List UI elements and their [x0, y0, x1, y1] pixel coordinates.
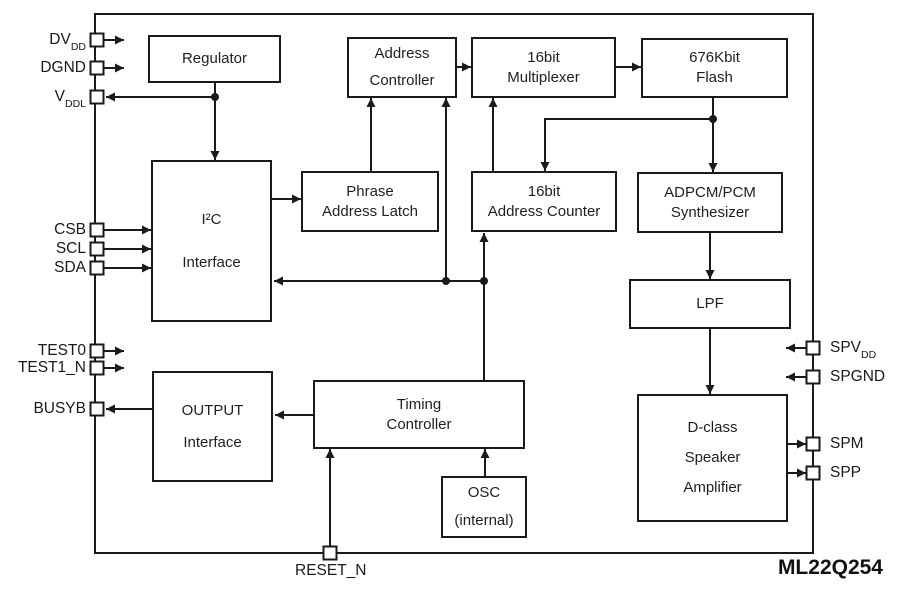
block-lpf: LPF — [629, 279, 791, 329]
pin-label-vddl: VDDL — [54, 88, 86, 111]
block-676kbit-flash: 676Kbit Flash — [641, 38, 788, 98]
block-output-interface: OUTPUT Interface — [152, 371, 273, 482]
block-16bit-address-counter: 16bit Address Counter — [471, 171, 617, 232]
pin-square-spm — [805, 436, 821, 452]
pin-square-dvdd — [89, 32, 105, 48]
junction-dot — [480, 277, 488, 285]
pin-label-scl: SCL — [55, 240, 86, 257]
pin-square-vddl — [89, 89, 105, 105]
pin-label-dgnd: DGND — [40, 59, 86, 76]
block-16bit-multiplexer: 16bit Multiplexer — [471, 37, 616, 98]
block-dclass-amplifier: D-class Speaker Amplifier — [637, 394, 788, 522]
block-osc-internal: OSC (internal) — [441, 476, 527, 538]
pin-label-spp: SPP — [830, 464, 862, 481]
part-number: ML22Q254 — [777, 556, 883, 579]
block-phrase-address-latch: Phrase Address Latch — [301, 171, 439, 232]
pin-square-busyb — [89, 401, 105, 417]
pin-label-test0: TEST0 — [37, 342, 86, 359]
pin-square-test1n — [89, 360, 105, 376]
pin-square-dgnd — [89, 60, 105, 76]
pin-label-busyb: BUSYB — [33, 400, 86, 417]
pin-label-spgnd: SPGND — [830, 368, 886, 385]
pin-label-resetn: RESET_N — [295, 562, 367, 579]
pin-square-spvdd — [805, 340, 821, 356]
junction-dot — [442, 277, 450, 285]
pin-square-sda — [89, 260, 105, 276]
block-adpcm-synthesizer: ADPCM/PCM Synthesizer — [637, 172, 783, 233]
pin-label-dvdd: DVDD — [49, 31, 86, 54]
pin-square-resetn — [322, 545, 338, 561]
chip-outline — [94, 13, 814, 554]
block-timing-controller: Timing Controller — [313, 380, 525, 449]
pin-square-test0 — [89, 343, 105, 359]
pin-label-spvdd: SPVDD — [830, 339, 877, 362]
block-i2c-interface: I²C Interface — [151, 160, 272, 322]
pin-label-test1n: TEST1_N — [17, 359, 86, 376]
pin-label-csb: CSB — [54, 221, 86, 238]
block-regulator: Regulator — [148, 35, 281, 83]
pin-square-spgnd — [805, 369, 821, 385]
junction-dot — [709, 115, 717, 123]
pin-label-sda: SDA — [54, 259, 86, 276]
junction-dot — [211, 93, 219, 101]
block-address-controller: Address Controller — [347, 37, 457, 98]
pin-label-spm: SPM — [830, 435, 864, 452]
pin-square-csb — [89, 222, 105, 238]
wire-flash-to-address-counter — [540, 118, 713, 171]
pin-square-scl — [89, 241, 105, 257]
pin-square-spp — [805, 465, 821, 481]
